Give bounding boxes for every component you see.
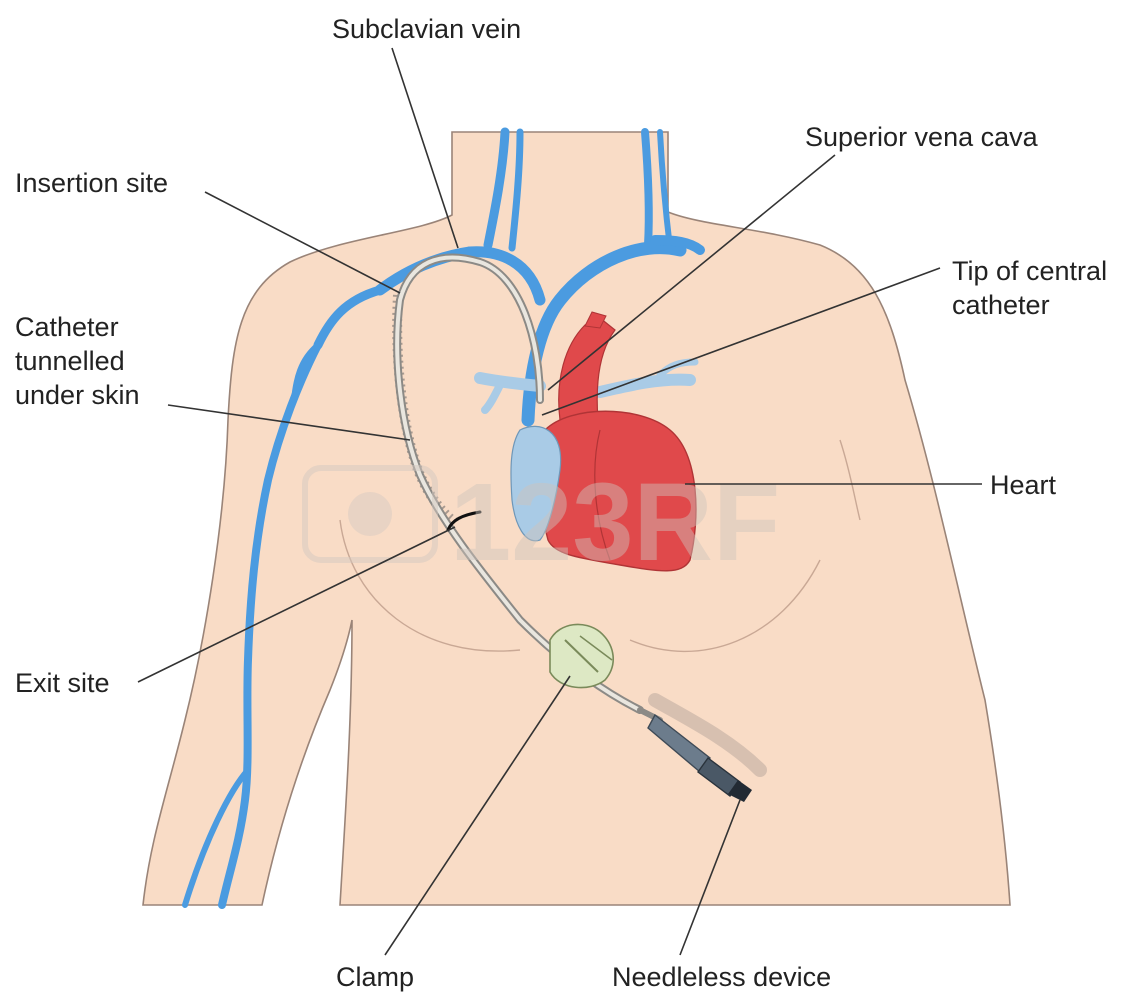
label-heart: Heart bbox=[990, 468, 1056, 502]
leader-subclavian bbox=[392, 48, 458, 248]
label-tunnel-line3: under skin bbox=[15, 378, 140, 412]
label-needleless-device: Needleless device bbox=[612, 960, 831, 994]
label-subclavian-vein: Subclavian vein bbox=[332, 12, 521, 46]
label-superior-vena-cava: Superior vena cava bbox=[805, 120, 1038, 154]
label-tunnel-line1: Catheter bbox=[15, 310, 140, 344]
label-tip-line1: Tip of central bbox=[952, 254, 1107, 288]
watermark-text: 123RF bbox=[450, 461, 780, 584]
label-clamp: Clamp bbox=[336, 960, 414, 994]
label-tip-of-central-catheter: Tip of central catheter bbox=[952, 254, 1107, 322]
label-exit-site: Exit site bbox=[15, 666, 110, 700]
watermark-badge-dot bbox=[348, 492, 392, 536]
label-tunnel-line2: tunnelled bbox=[15, 344, 140, 378]
label-tip-line2: catheter bbox=[952, 288, 1107, 322]
label-catheter-tunnelled: Catheter tunnelled under skin bbox=[15, 310, 140, 412]
label-insertion-site: Insertion site bbox=[15, 166, 168, 200]
